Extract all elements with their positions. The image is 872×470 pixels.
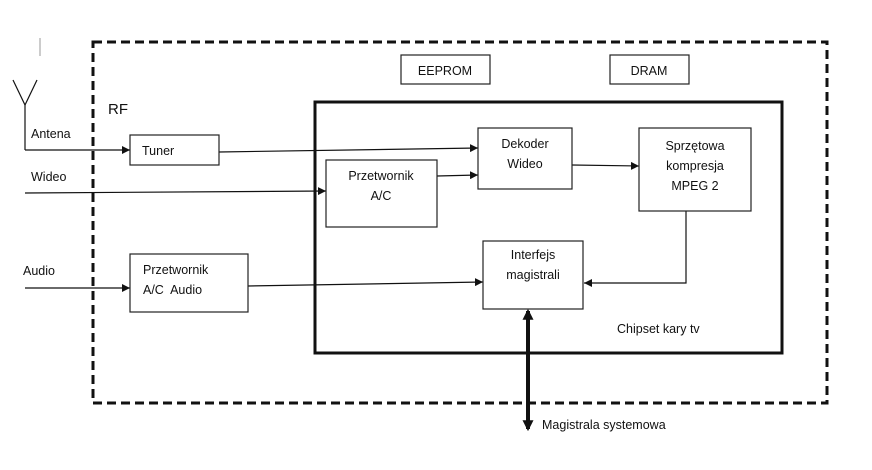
chipset-label: Chipset kary tv: [617, 322, 700, 336]
adc-audio-block: Przetwornik A/C Audio: [129, 253, 249, 313]
video-decoder-label-line1: Dekoder: [501, 137, 548, 151]
mpeg-compression-block: Sprzętowa kompresja MPEG 2: [638, 127, 752, 212]
mpeg-to-interface-arrow: [584, 211, 687, 287]
mpeg-label-line1: Sprzętowa: [665, 139, 724, 153]
rf-label: RF: [108, 101, 128, 118]
adc-video-label-line1: Przetwornik: [348, 169, 414, 183]
video-to-adc-arrow: [24, 187, 327, 196]
tuner-label: Tuner: [142, 144, 174, 158]
adc-video-label-line2: A/C: [371, 189, 392, 203]
audio-input-label: Audio: [23, 264, 55, 278]
mpeg-label-line3: MPEG 2: [671, 179, 718, 193]
tv-card-boundary: [91, 40, 829, 405]
chipset-boundary: [313, 100, 784, 355]
eeprom-block: EEPROM: [400, 54, 491, 85]
bus-interface-block: Interfejs magistrali: [482, 240, 584, 310]
eeprom-label: EEPROM: [418, 64, 472, 78]
adc-to-decoder-arrow: [436, 171, 479, 180]
tuner-block: Tuner: [129, 134, 220, 166]
adc-audio-label-line2: A/C Audio: [143, 283, 202, 297]
adc-audio-label-line1: Przetwornik: [143, 263, 209, 277]
video-decoder-label-line2: Wideo: [507, 157, 542, 171]
decoder-to-mpeg-arrow: [571, 161, 640, 170]
video-input-label: Wideo: [31, 170, 66, 184]
antenna-icon: [12, 79, 38, 150]
bus-interface-label-line2: magistrali: [506, 268, 560, 282]
bus-interface-label-line1: Interfejs: [511, 248, 555, 262]
dram-label: DRAM: [631, 64, 668, 78]
adc-audio-to-interface-arrow: [247, 278, 484, 287]
mpeg-label-line2: kompresja: [666, 159, 724, 173]
dram-block: DRAM: [609, 54, 690, 85]
tuner-to-decoder-arrow: [218, 144, 479, 153]
antenna-input-label: Antena: [31, 127, 71, 141]
system-bus-label: Magistrala systemowa: [542, 418, 666, 432]
video-decoder-block: Dekoder Wideo: [477, 127, 573, 190]
adc-video-block: Przetwornik A/C: [325, 159, 438, 228]
